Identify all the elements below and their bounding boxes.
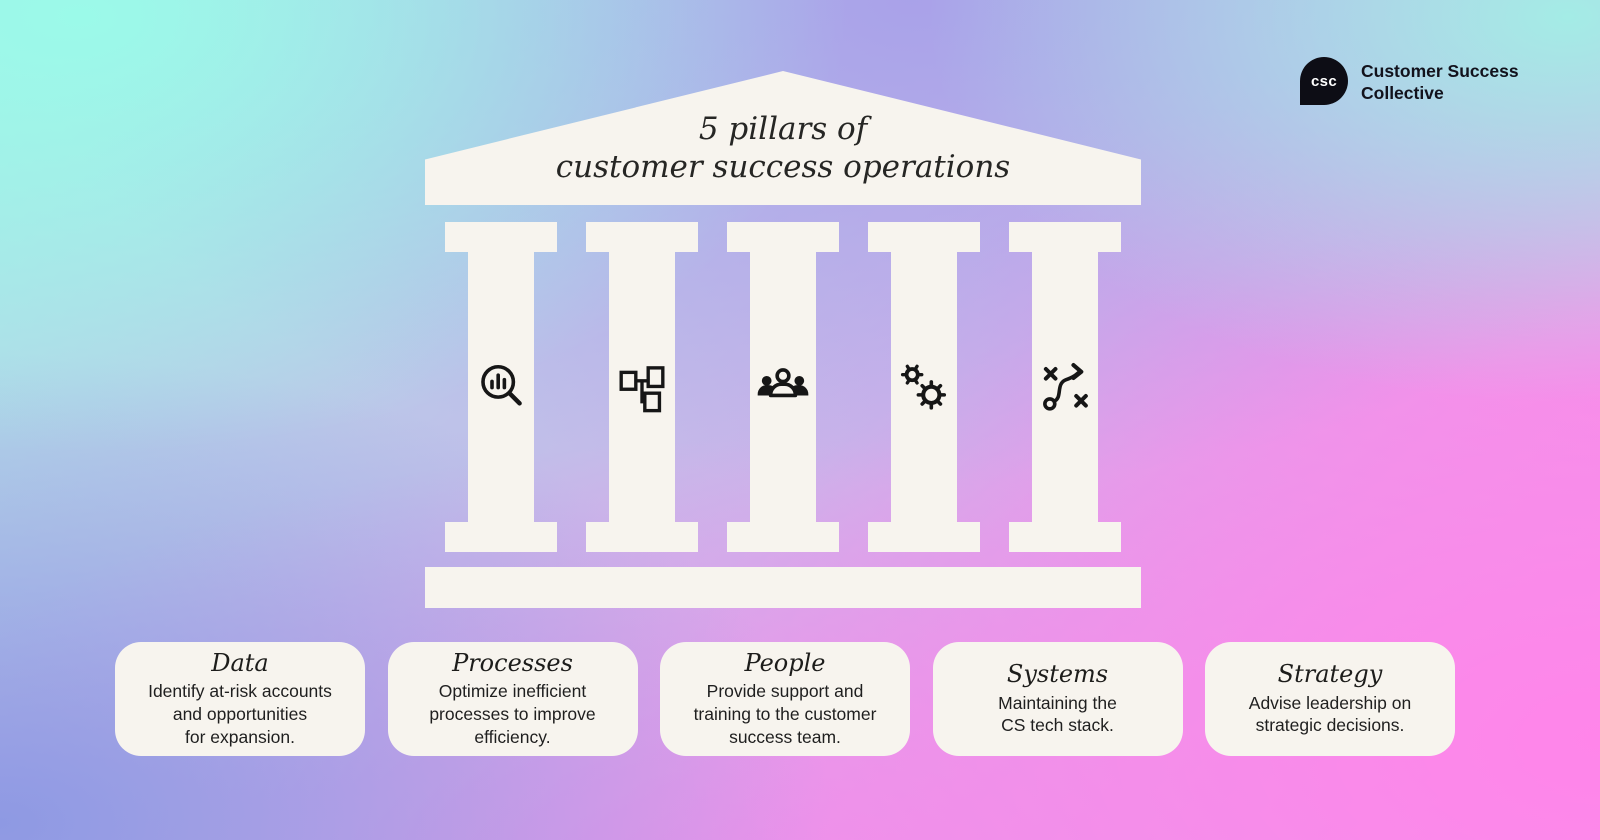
column-base: [1009, 522, 1121, 552]
csc-logo-icon: csc: [1300, 57, 1348, 105]
column-shaft: [891, 252, 957, 522]
card-title: Data: [211, 648, 269, 677]
brand-logo: csc Customer Success Collective: [1300, 57, 1519, 105]
card-title: Processes: [452, 648, 573, 677]
column-base: [727, 522, 839, 552]
card-title: Systems: [1006, 659, 1109, 688]
column-capital: [445, 222, 557, 252]
column-shaft: [750, 252, 816, 522]
column-capital: [727, 222, 839, 252]
temple-platform: [425, 567, 1141, 608]
gears-icon: [900, 364, 947, 410]
card-title: People: [744, 648, 826, 677]
flowchart-icon: [619, 366, 665, 413]
pillar-column-data: [445, 222, 557, 552]
pillar-column-processes: [586, 222, 698, 552]
card-description: Optimize inefficient processes to improv…: [429, 681, 596, 747]
brand-name: Customer Success Collective: [1361, 61, 1519, 103]
card-data: Data Identify at-risk accounts and oppor…: [115, 642, 365, 756]
column-capital: [1009, 222, 1121, 252]
card-systems: Systems Maintaining the CS tech stack.: [932, 642, 1183, 756]
card-strategy: Strategy Advise leadership on strategic …: [1205, 642, 1455, 756]
column-shaft: [468, 252, 534, 522]
column-capital: [868, 222, 980, 252]
pillar-cards: Data Identify at-risk accounts and oppor…: [115, 642, 1455, 756]
column-base: [445, 522, 557, 552]
pillar-column-strategy: [1009, 222, 1121, 552]
csc-monogram: csc: [1311, 72, 1337, 90]
card-processes: Processes Optimize inefficient processes…: [387, 642, 638, 756]
card-title: Strategy: [1277, 659, 1383, 688]
pillar-column-systems: [868, 222, 980, 552]
column-shaft: [609, 252, 675, 522]
column-shaft: [1032, 252, 1098, 522]
temple-pediment: 5 pillars of customer success operations: [425, 71, 1141, 205]
card-description: Maintaining the CS tech stack.: [998, 692, 1117, 736]
card-description: Advise leadership on strategic decisions…: [1248, 692, 1412, 736]
card-people: People Provide support and training to t…: [660, 642, 910, 756]
infographic-title: 5 pillars of customer success operations: [555, 111, 1011, 185]
card-description: Provide support and training to the cust…: [693, 681, 877, 747]
column-capital: [586, 222, 698, 252]
column-base: [868, 522, 980, 552]
column-base: [586, 522, 698, 552]
temple-colonnade: [445, 222, 1121, 552]
team-icon: [757, 368, 809, 398]
card-description: Identify at-risk accounts and opportunit…: [148, 681, 332, 747]
strategy-path-icon: [1043, 363, 1088, 411]
magnifier-bar-chart-icon: [481, 364, 522, 406]
pillar-column-people: [727, 222, 839, 552]
